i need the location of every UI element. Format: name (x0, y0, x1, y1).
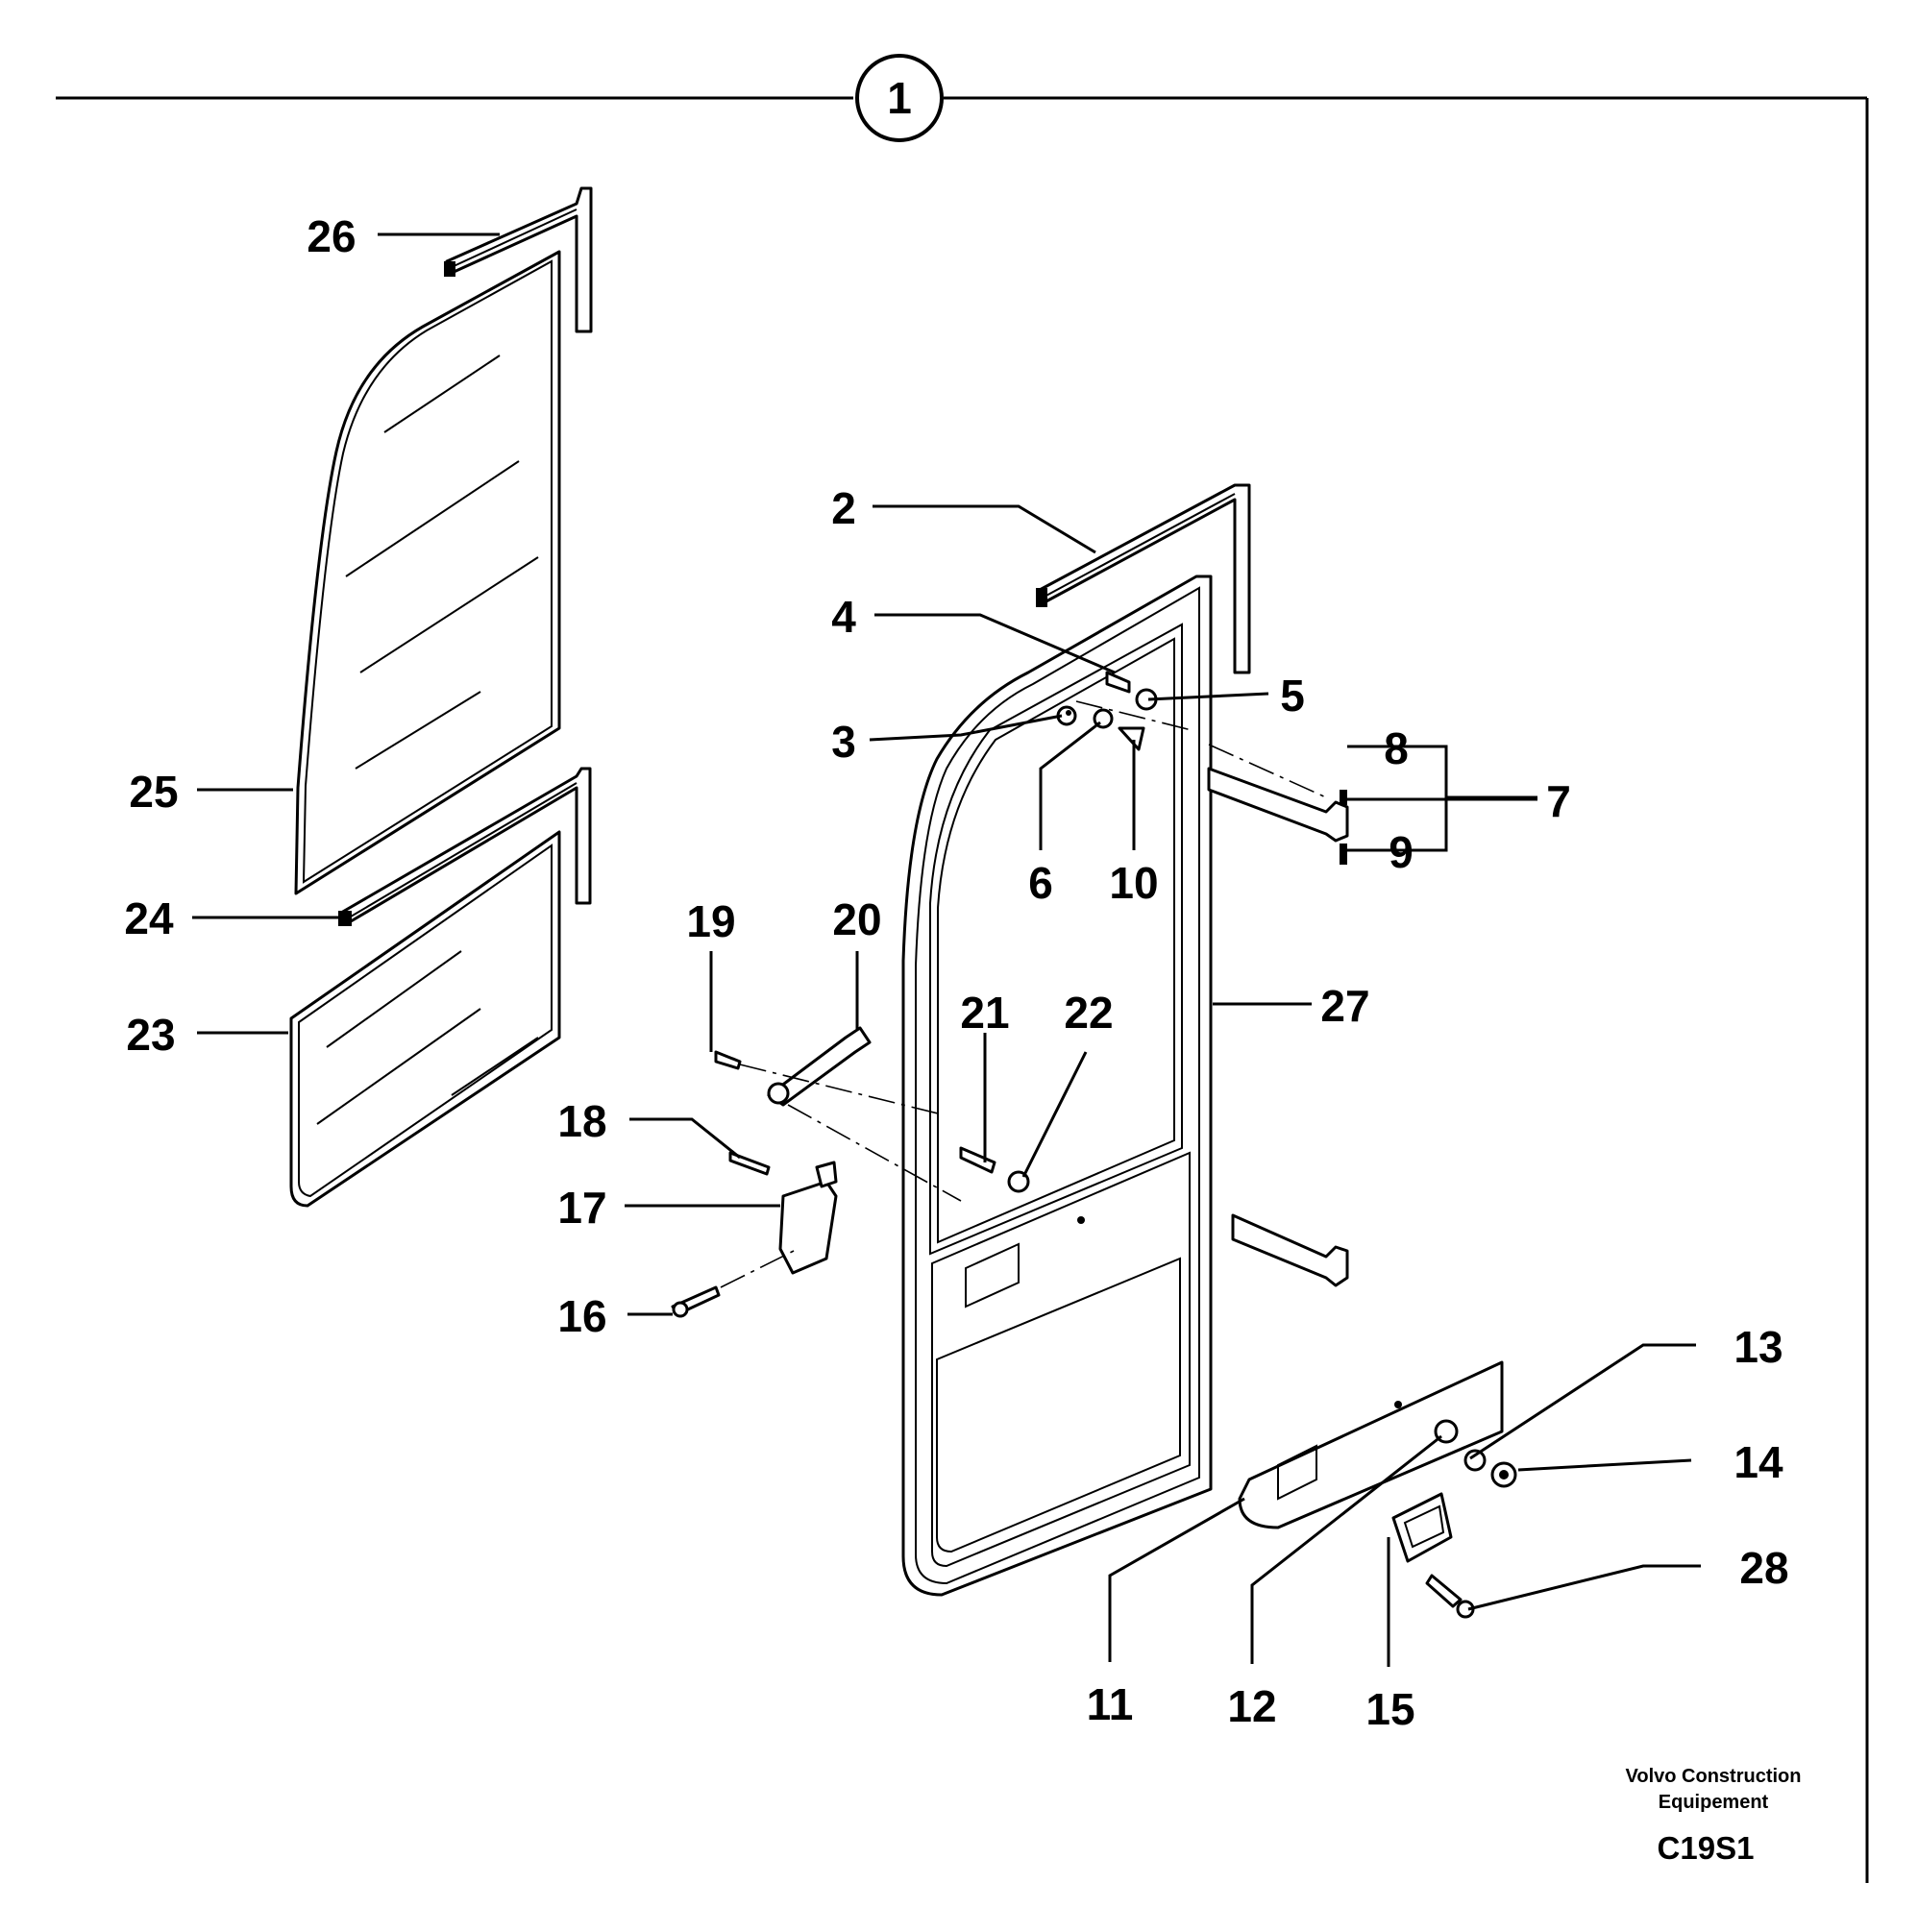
callout-15: 15 (1365, 1684, 1414, 1734)
lower-hinge (1231, 1213, 1349, 1287)
lock-assembly (671, 1151, 838, 1318)
leader-lines (192, 232, 1701, 1667)
callout-9: 9 (1389, 827, 1414, 877)
callout-22: 22 (1064, 988, 1113, 1038)
callout-5: 5 (1280, 671, 1305, 721)
callout-23: 23 (126, 1010, 175, 1060)
callout-3: 3 (831, 717, 856, 767)
callout-26: 26 (307, 211, 356, 261)
callout-25: 25 (129, 767, 178, 817)
upper-window-glass (294, 250, 561, 895)
section-number-badge: 1 (855, 54, 944, 142)
door-handle (1391, 1492, 1453, 1563)
callout-4: 4 (831, 592, 856, 642)
callout-14: 14 (1734, 1437, 1783, 1487)
lower-window-glass (289, 830, 561, 1208)
door-top-seal (1036, 483, 1251, 674)
lock-cylinder (1463, 1449, 1517, 1488)
brand-line-1: Volvo Construction (1626, 1766, 1802, 1787)
callout-19: 19 (686, 896, 735, 946)
upper-hinge (1207, 767, 1349, 865)
diagram-frame (56, 96, 1869, 1883)
callout-12: 12 (1227, 1681, 1276, 1731)
section-number: 1 (887, 73, 912, 123)
callout-6: 6 (1028, 858, 1053, 908)
callout-20: 20 (832, 894, 881, 944)
door-frame (901, 575, 1213, 1597)
callout-labels: 26 25 24 23 2 4 5 3 8 7 9 6 10 19 20 21 … (124, 211, 1788, 1734)
outer-handle-plate (1238, 1360, 1504, 1529)
latch-bracket (714, 1026, 962, 1202)
callout-28: 28 (1739, 1543, 1788, 1593)
lower-window-seal (338, 767, 592, 926)
callout-2: 2 (831, 483, 856, 533)
callout-27: 27 (1320, 981, 1369, 1031)
callout-11: 11 (1087, 1679, 1134, 1729)
callout-8: 8 (1384, 723, 1409, 773)
brand-line-2: Equipement (1659, 1792, 1769, 1813)
footer-title-block: Volvo Construction Equipement C19S1 (1626, 1766, 1802, 1866)
drawing-code: C19S1 (1658, 1830, 1755, 1866)
callout-13: 13 (1734, 1322, 1783, 1372)
callout-10: 10 (1109, 858, 1158, 908)
callout-21: 21 (960, 988, 1009, 1038)
callout-17: 17 (557, 1183, 606, 1233)
key (1425, 1574, 1475, 1619)
upper-window-seal (444, 186, 593, 333)
callout-7: 7 (1546, 776, 1571, 826)
callout-16: 16 (557, 1291, 606, 1341)
callout-24: 24 (124, 893, 174, 943)
callout-18: 18 (557, 1096, 606, 1146)
